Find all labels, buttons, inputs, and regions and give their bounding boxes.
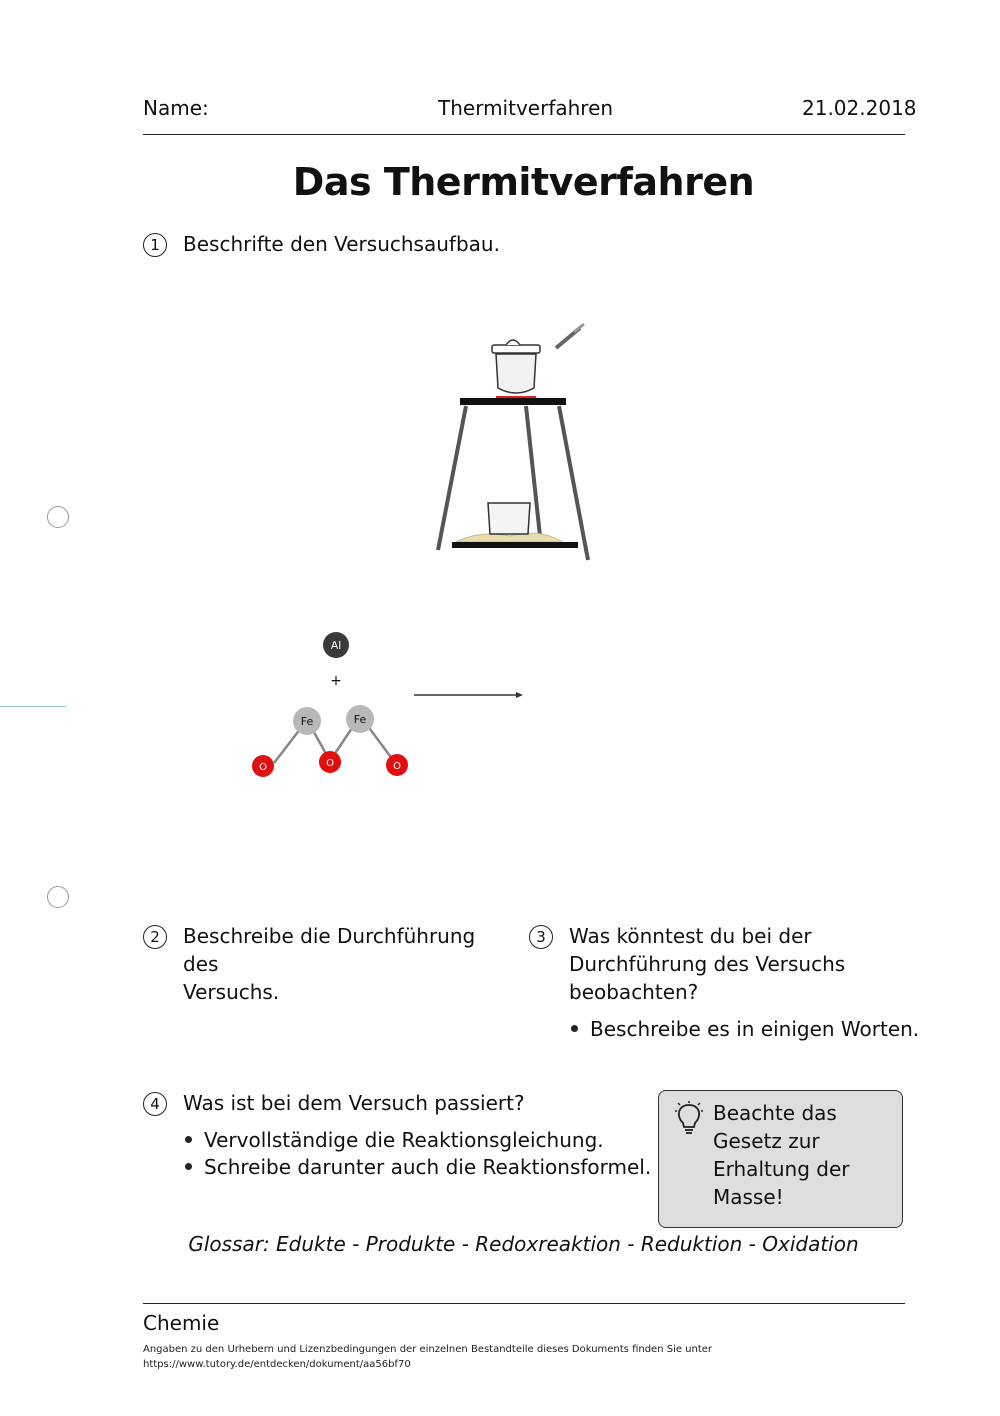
aluminium-atom (323, 632, 349, 658)
footer-rule (143, 1303, 905, 1304)
task-number-2: 2 (143, 925, 167, 949)
name-label: Name: (143, 96, 209, 120)
header-date: 21.02.2018 (802, 96, 917, 120)
base-plate (452, 542, 578, 548)
footer-url[interactable]: https://www.tutory.de/entdecken/dokument… (143, 1359, 411, 1370)
tripod-leg-right (557, 405, 590, 561)
bullet-dot (571, 1025, 578, 1032)
lightbulb-icon (675, 1101, 703, 1134)
catch-beaker (487, 502, 531, 535)
header-topic: Thermitverfahren (438, 96, 614, 120)
sand-bed (455, 532, 564, 543)
oxygen-atom-1 (252, 755, 274, 777)
task-4-bullet-1: Vervollständige die Reaktionsgleichung. (185, 1126, 604, 1154)
tripod-leg-middle (524, 405, 542, 537)
footer-subject: Chemie (143, 1311, 220, 1335)
sparkler-icon (554, 322, 585, 350)
oxygen-atom-2 (319, 751, 341, 773)
svg-text:O: O (259, 762, 267, 773)
punch-hole-top (47, 506, 69, 528)
task-3-bullet: Beschreibe es in einigen Worten. (571, 1015, 919, 1043)
footer-attribution: Angaben zu den Urhebern und Lizenzbeding… (143, 1344, 713, 1355)
crucible-lid (491, 339, 541, 354)
header-rule (143, 134, 905, 135)
reaction-arrow (414, 692, 523, 698)
page-title: Das Thermitverfahren (292, 160, 755, 204)
svg-text:O: O (326, 758, 334, 769)
svg-text:Fe: Fe (354, 713, 367, 726)
reaction-model: Al + Fe Fe O O O (252, 632, 523, 777)
task-4-text: Was ist bei dem Versuch passiert? (183, 1091, 525, 1115)
tripod-top (460, 398, 566, 405)
tripod-leg-left (436, 405, 468, 551)
task-number-4: 4 (143, 1092, 167, 1116)
iron-atom-2 (346, 705, 374, 733)
task-3-text: Was könntest du bei der Durchführung des… (569, 924, 846, 1004)
crucible (495, 353, 537, 394)
iron-atom-1 (293, 707, 321, 735)
punch-hole-bottom (47, 886, 69, 908)
tip-box: Beachte das Gesetz zur Erhaltung der Mas… (658, 1090, 903, 1228)
bullet-dot (185, 1136, 192, 1143)
task-1-text: Beschrifte den Versuchsaufbau. (183, 232, 500, 256)
task-number-3: 3 (529, 925, 553, 949)
oxygen-atom-3 (386, 754, 408, 776)
svg-text:O: O (393, 761, 401, 772)
bullet-dot (185, 1163, 192, 1170)
tip-text: Beachte das Gesetz zur Erhaltung der Mas… (713, 1101, 850, 1209)
svg-text:Fe: Fe (301, 715, 314, 728)
fold-mark (0, 706, 66, 707)
aluminium-label: Al (331, 639, 342, 652)
glossary: Glossar: Edukte - Produkte - Redoxreakti… (188, 1232, 859, 1256)
plus-sign: + (330, 673, 342, 689)
task-2-text: Beschreibe die Durchführung des Versuchs… (183, 924, 476, 1004)
task-4-bullet-2: Schreibe darunter auch die Reaktionsform… (185, 1153, 651, 1181)
task-number-1: 1 (143, 233, 167, 257)
apparatus-illustration (436, 322, 590, 561)
